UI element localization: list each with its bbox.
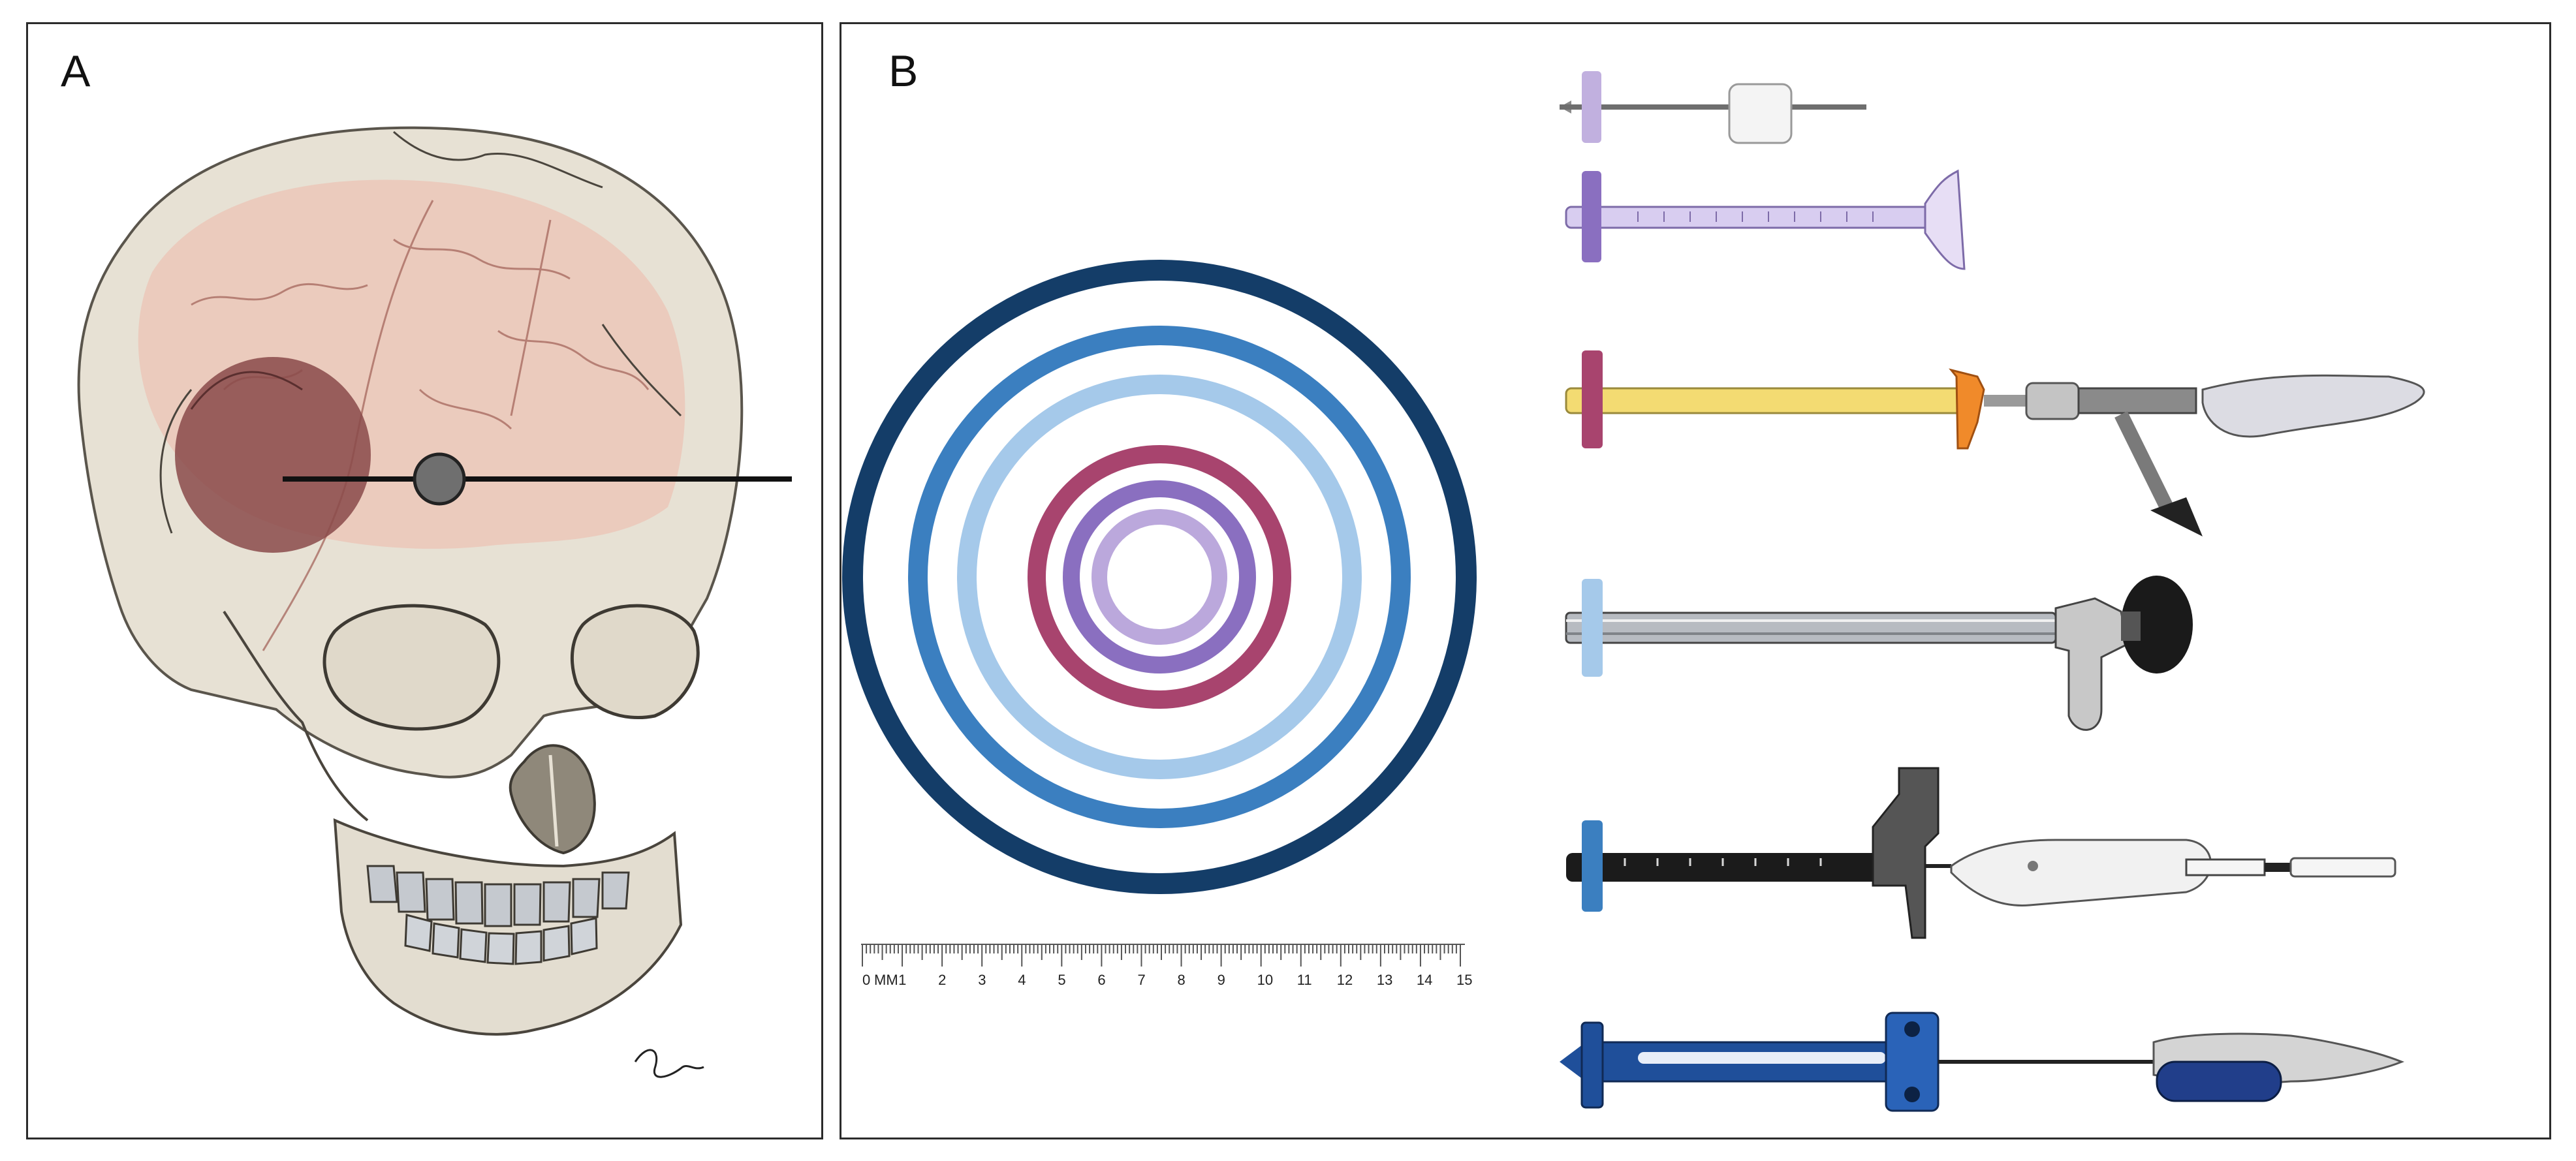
right-orbit <box>322 604 501 731</box>
jaw <box>333 818 683 1036</box>
ruler-label: 9 <box>1217 972 1225 988</box>
ruler-label: 1 <box>898 972 906 988</box>
skull-sutures <box>159 131 682 534</box>
ruler-label: 5 <box>1058 972 1065 988</box>
ruler-label-0: 0 <box>862 972 870 988</box>
concentric-rings <box>842 260 1477 894</box>
artist-signature <box>634 1049 704 1078</box>
ruler-label: 4 <box>1018 972 1026 988</box>
ring-lavender <box>1092 509 1227 645</box>
ruler-label: 3 <box>978 972 986 988</box>
left-orbit <box>570 604 700 720</box>
upper-teeth <box>366 865 630 927</box>
lavender-hub <box>1582 71 1601 143</box>
light-blue-sheath-instrument <box>1565 576 2193 731</box>
navy-hub <box>1580 1021 1604 1109</box>
cheekbone <box>223 610 369 822</box>
panel-a-label: A <box>61 46 91 96</box>
ring-purple <box>1063 480 1256 673</box>
ruler-label: 11 <box>1297 972 1312 988</box>
ruler-unit: MM <box>874 972 898 988</box>
magenta-hub <box>1582 350 1603 448</box>
lavender-sheath-instrument <box>1560 71 1866 144</box>
burr-hole <box>413 452 466 506</box>
navy-sheath-instrument <box>1560 1012 2405 1112</box>
ruler-label: 14 <box>1417 972 1432 988</box>
lesion <box>175 357 371 553</box>
panel-a: A <box>26 22 823 1139</box>
purple-sheath-instrument <box>1565 169 1966 270</box>
magenta-sheath-instrument <box>1565 350 2425 536</box>
ring-mid-blue <box>908 326 1411 828</box>
ruler-label: 10 <box>1257 972 1273 988</box>
ruler-label: 7 <box>1137 972 1145 988</box>
ring-light-blue <box>957 375 1362 779</box>
ruler-label: 13 <box>1377 972 1392 988</box>
ruler-label: 8 <box>1178 972 1186 988</box>
ruler-label: 15 <box>1456 972 1472 988</box>
lower-teeth <box>404 914 598 965</box>
mid-blue-sheath-instrument <box>1566 767 2396 939</box>
light-blue-hub <box>1582 579 1603 677</box>
ruler-label: 12 <box>1337 972 1353 988</box>
skull-illustration <box>77 126 792 1078</box>
mid-blue-hub <box>1582 820 1603 912</box>
ruler-label: 6 <box>1097 972 1105 988</box>
ring-navy <box>842 260 1477 894</box>
ring-magenta <box>1028 445 1291 709</box>
purple-hub <box>1582 171 1601 262</box>
ruler-label: 2 <box>938 972 946 988</box>
panel-b-label: B <box>888 46 919 96</box>
